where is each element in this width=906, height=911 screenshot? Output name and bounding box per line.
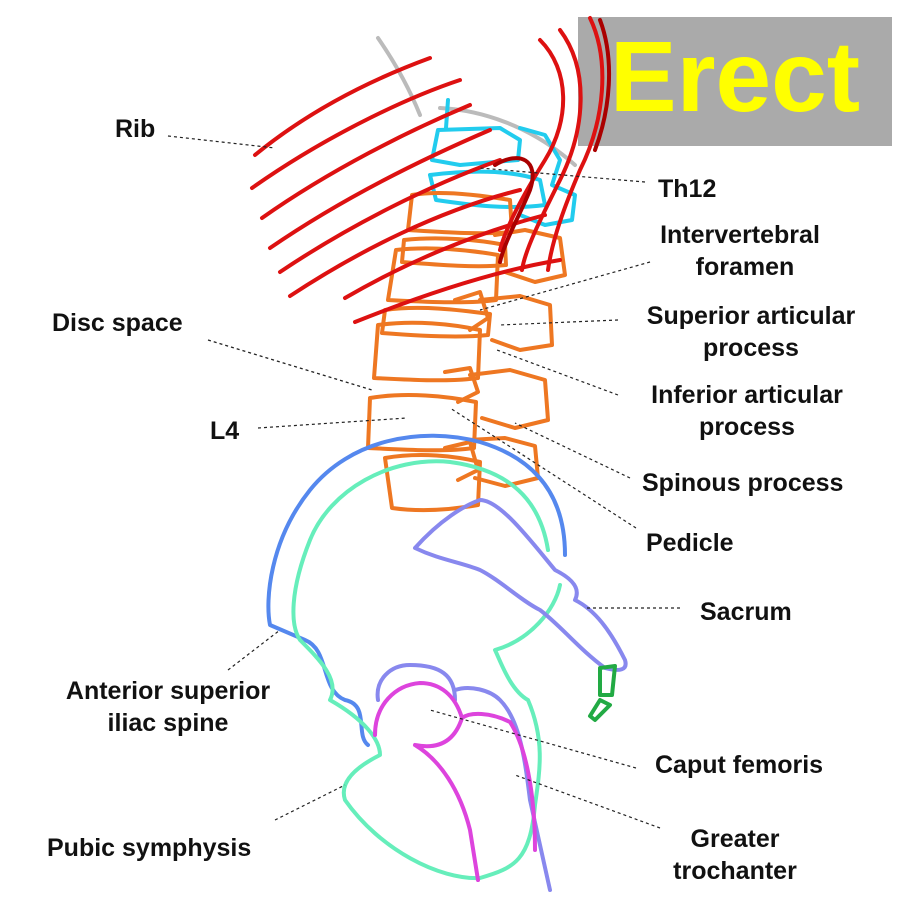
lumbar-vertebrae [366, 190, 567, 513]
label-superior-articular-process-1: Superior articular [647, 302, 856, 330]
label-rib: Rib [115, 115, 155, 143]
coccyx-contour [588, 664, 617, 722]
label-intervertebral-foramen-1: Intervertebral [660, 221, 820, 249]
badge-title: Erect [610, 21, 860, 133]
label-pedicle: Pedicle [646, 529, 734, 557]
spine-outline-curve [376, 36, 577, 167]
label-intervertebral-foramen-2: foramen [696, 253, 795, 281]
sacrum-contour [413, 498, 628, 672]
label-sacrum: Sacrum [700, 598, 792, 626]
label-superior-articular-process-2: process [703, 334, 799, 362]
label-spinous-process: Spinous process [642, 469, 843, 497]
label-greater-trochanter-2: trochanter [673, 857, 797, 885]
erect-badge: Erect [578, 17, 892, 146]
label-inferior-articular-process-2: process [699, 413, 795, 441]
label-th12: Th12 [658, 175, 716, 203]
ilium-outer-contour [266, 433, 567, 747]
femoral-head-contour [373, 681, 537, 882]
labels: Rib Th12 Intervertebral foramen Disc spa… [47, 115, 855, 885]
ilium-inner-contour [291, 459, 562, 881]
label-asis-1: Anterior superior [66, 677, 270, 705]
label-asis-2: iliac spine [108, 709, 229, 737]
label-inferior-articular-process-1: Inferior articular [651, 381, 843, 409]
label-caput-femoris: Caput femoris [655, 751, 823, 779]
label-greater-trochanter-1: Greater [691, 825, 780, 853]
label-disc-space: Disc space [52, 309, 183, 337]
leader-lines [167, 135, 680, 829]
ribs [250, 16, 612, 324]
badge-background [578, 17, 892, 146]
label-l4: L4 [210, 417, 239, 445]
label-pubic-symphysis: Pubic symphysis [47, 834, 251, 862]
